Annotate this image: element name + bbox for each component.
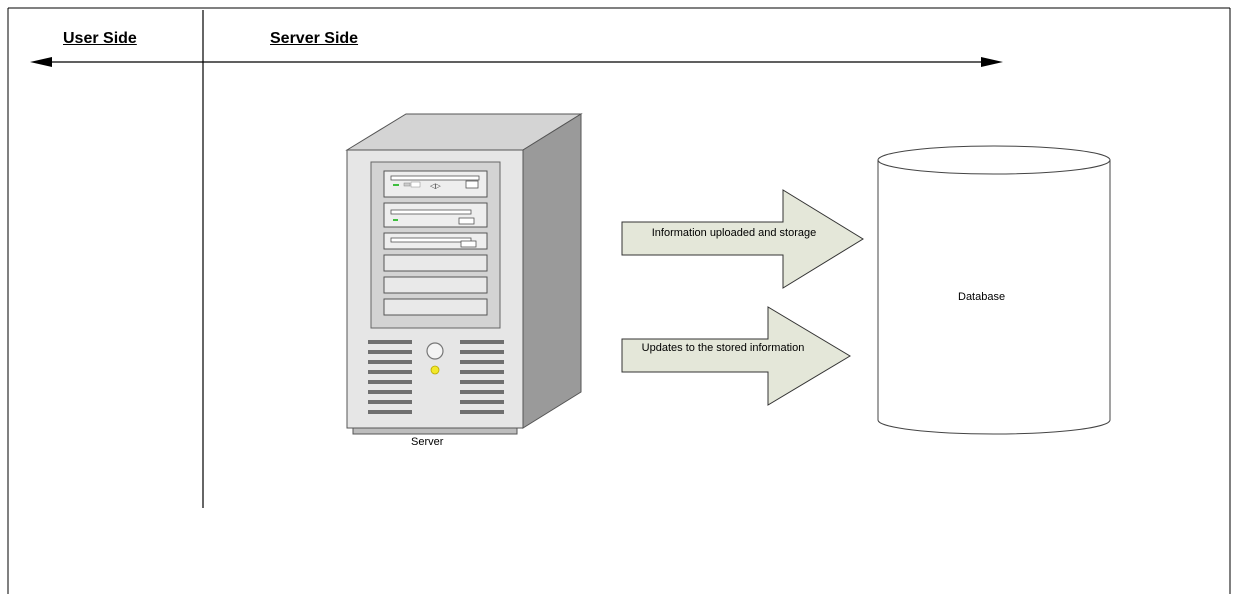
database-cylinder-icon [877,145,1111,435]
server-label: Server [411,436,444,448]
upload-arrow-label: Information uploaded and storage [651,227,817,239]
power-button-icon [426,342,444,360]
arrowhead-left-icon [30,57,52,67]
arrowhead-right-icon [981,57,1003,67]
horizontal-axis-arrow [30,57,1003,67]
database-label: Database [958,291,1006,303]
flow-arrow-updates [621,306,851,406]
flow-arrow-upload [621,189,864,289]
updates-arrow-label: Updates to the stored information [641,342,805,354]
server-side-label: Server Side [270,30,359,47]
led-indicator-icon [430,365,440,375]
svg-text:◁▷: ◁▷ [430,183,441,190]
server-tower-icon: ◁▷ [345,113,583,435]
user-side-label: User Side [63,30,137,47]
